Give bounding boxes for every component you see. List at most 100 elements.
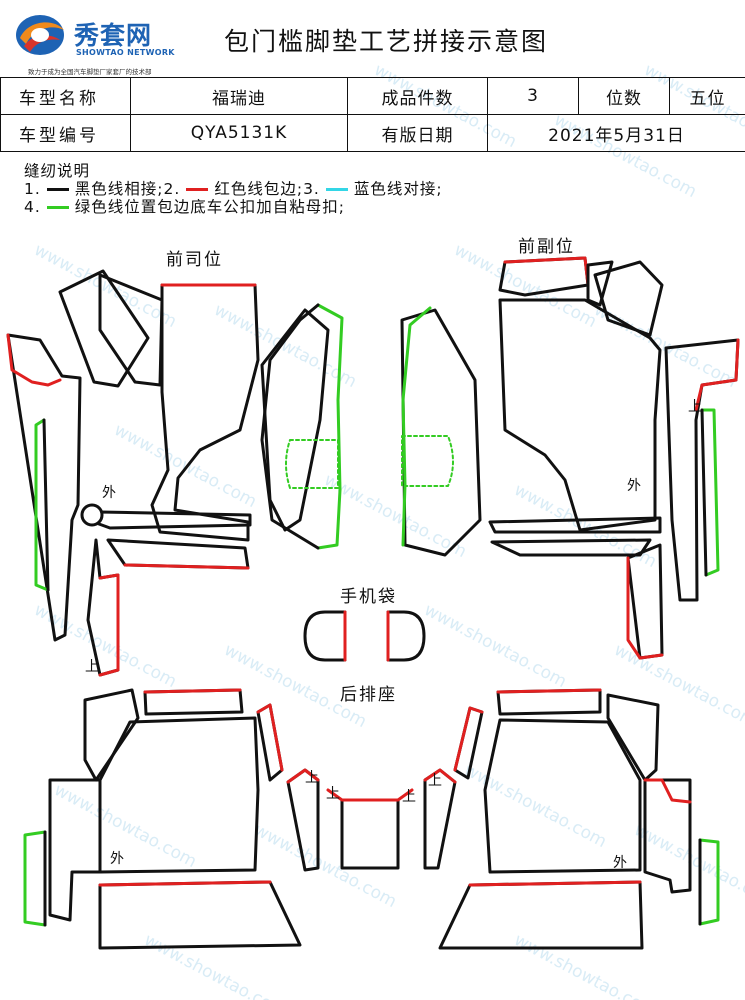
driver-left-edge-green <box>34 418 50 592</box>
phone-bag-label: 手机袋 <box>340 587 397 607</box>
passenger-bottom-red <box>626 556 664 660</box>
rear-center-mid <box>340 798 400 870</box>
sewing-notes: 缝纫说明 1. 黑色线相接; 2. 红色线包边; 3. 蓝色线对接; 4. 绿色… <box>24 162 443 216</box>
passenger-right-edge-green <box>700 408 720 577</box>
passenger-phone-pocket-mark <box>401 435 454 487</box>
driver-main-mat <box>150 283 260 542</box>
passenger-sill-green <box>401 306 432 547</box>
note-2-text: 红色线包边; <box>214 180 304 198</box>
up-mark-rear-1: 上 <box>305 770 319 786</box>
driver-lower-strip-red <box>123 563 250 570</box>
rear-right-sill <box>643 778 692 894</box>
brand-logo: 秀套网 SHOWTAO NETWORK 致力于成为全国汽车脚垫厂家套厂的技术部 <box>14 8 204 76</box>
notes-line-2: 4. 绿色线位置包边底车公扣加自粘母扣; <box>24 198 443 216</box>
plate-date-value: 2021年5月31日 <box>487 114 745 152</box>
rear-left-bottom <box>98 880 302 950</box>
rear-seat-label: 后排座 <box>340 685 397 705</box>
red-line-swatch <box>186 187 209 191</box>
rear-right-top-red <box>496 688 602 694</box>
note-4-index: 4. <box>24 198 41 216</box>
front-driver-label: 前司位 <box>166 250 223 270</box>
rear-left-side-red <box>256 703 284 772</box>
driver-left-sill-red <box>6 333 62 387</box>
note-3-text: 蓝色线对接; <box>353 180 443 198</box>
driver-front-strip <box>98 273 164 387</box>
plate-date-label: 有版日期 <box>347 114 488 152</box>
rear-right-corner <box>606 693 660 782</box>
up-mark-rear-2: 上 <box>326 786 340 802</box>
note-4-text: 绿色线位置包边底车公扣加自粘母扣; <box>74 198 346 216</box>
driver-sill-green-edge <box>316 303 344 550</box>
driver-sill-piece <box>260 308 330 532</box>
info-row-1: 车型名称 福瑞迪 成品件数 3 位数 五位 <box>0 77 745 115</box>
rear-left-bottom-red <box>98 880 272 887</box>
driver-left-edge-outline <box>42 418 50 592</box>
driver-inner-strip <box>86 510 252 530</box>
rear-left-top-strip <box>143 688 244 716</box>
passenger-inner-strip <box>488 516 662 534</box>
passenger-corner-piece <box>498 256 590 297</box>
phone-bag-group <box>303 610 426 662</box>
header: 秀套网 SHOWTAO NETWORK 致力于成为全国汽车脚垫厂家套厂的技术部 … <box>0 0 745 77</box>
page-title: 包门槛脚垫工艺拼接示意图 <box>224 27 549 56</box>
driver-sill-outline <box>260 303 320 550</box>
front-passenger-label: 前副位 <box>518 237 575 257</box>
rear-right-bottom <box>438 880 644 950</box>
rear-right-side-red <box>453 706 484 772</box>
passenger-bottom-strip <box>626 543 664 660</box>
passenger-sill-piece <box>400 308 482 557</box>
black-line-swatch <box>46 187 69 191</box>
front-driver-group <box>6 269 344 677</box>
brand-slogan: 致力于成为全国汽车脚垫厂家套厂的技术部 <box>28 68 152 76</box>
rear-left-corner <box>83 688 140 782</box>
note-2-index: 2. <box>163 180 181 198</box>
phone-bag-right <box>386 610 426 662</box>
rear-right-bottom-red <box>468 880 642 887</box>
rear-left-top-red <box>143 688 242 694</box>
passenger-lower-strip <box>490 538 652 557</box>
driver-bottom-strip-red <box>98 573 120 677</box>
notes-line-1: 1. 黑色线相接; 2. 红色线包边; 3. 蓝色线对接; <box>24 180 443 198</box>
outside-mark-driver: 外 <box>102 485 116 501</box>
rear-left-green <box>23 830 47 927</box>
blue-line-swatch <box>325 187 348 191</box>
passenger-right-edge-outline <box>700 408 708 577</box>
outside-mark-rear-right: 外 <box>613 855 627 871</box>
brand-name: 秀套网 <box>74 21 153 50</box>
note-1-text: 黑色线相接; <box>74 180 164 198</box>
note-3-index: 3. <box>303 180 320 198</box>
passenger-corner-red <box>503 256 590 287</box>
rear-center-left-red <box>286 768 320 784</box>
rear-right-green <box>698 838 720 926</box>
driver-left-sill-strip <box>6 333 82 642</box>
front-passenger-group <box>400 256 740 660</box>
driver-joint-marker <box>80 503 104 527</box>
rear-center-right-red <box>423 768 457 784</box>
passenger-main-mat <box>498 298 662 532</box>
rear-right-sill-red <box>643 778 692 804</box>
swirl-logo-icon <box>16 15 64 55</box>
up-mark-rear-4: 上 <box>428 773 442 789</box>
passenger-toe-piece <box>586 260 614 307</box>
phone-bag-left <box>303 610 347 662</box>
notes-heading: 缝纫说明 <box>24 162 91 180</box>
info-table: 车型名称 福瑞迪 成品件数 3 位数 五位 车型编号 QYA5131K 有版日期… <box>0 77 745 152</box>
rear-right-main <box>483 718 642 874</box>
seats-label: 位数 <box>578 77 670 115</box>
brand-english: SHOWTAO NETWORK <box>76 48 175 57</box>
driver-bottom-strip <box>86 538 120 677</box>
outside-mark-rear-left: 外 <box>110 851 124 867</box>
passenger-right-sill-red <box>694 338 740 412</box>
rear-right-top-strip <box>496 688 602 716</box>
up-mark-driver: 上 <box>85 659 99 675</box>
driver-heel-piece <box>58 269 150 388</box>
model-code-label: 车型编号 <box>0 114 131 152</box>
driver-phone-pocket-mark <box>285 439 339 489</box>
model-name-label: 车型名称 <box>0 77 131 115</box>
info-row-2: 车型编号 QYA5131K 有版日期 2021年5月31日 <box>0 114 745 152</box>
up-mark-rear-3: 上 <box>402 789 416 805</box>
rear-center-mid-red <box>326 788 414 802</box>
up-mark-passenger: 上 <box>688 399 702 415</box>
rear-seat-group <box>23 688 720 950</box>
